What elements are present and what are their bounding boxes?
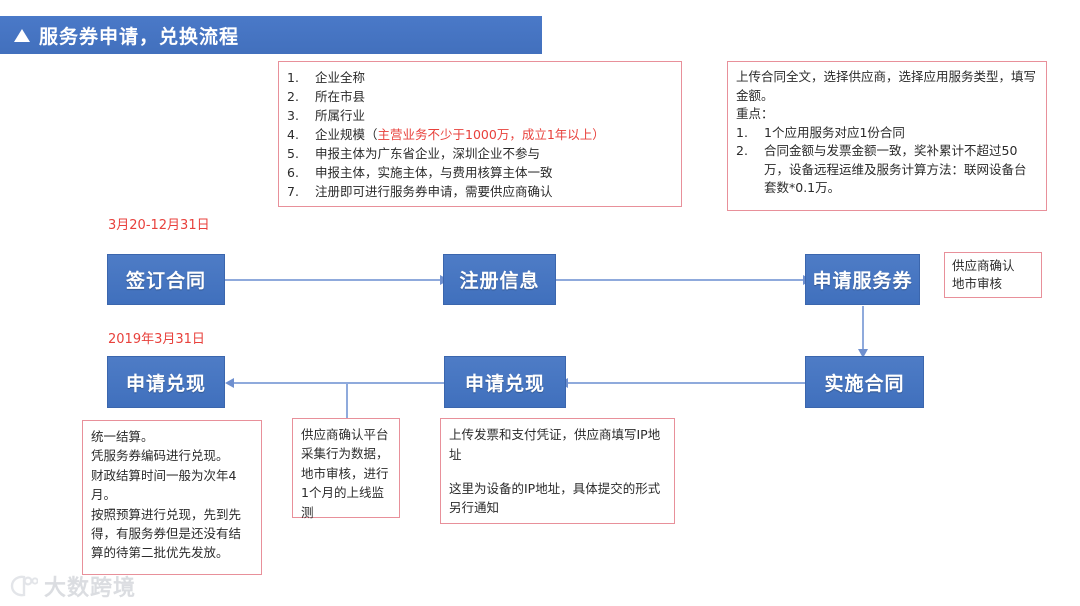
- list-item-number: 3.: [287, 108, 299, 123]
- list-item-number: 5.: [287, 146, 299, 161]
- note-line: 按照预算进行兑现，先到先得，有服务券但是还没有结算的待第二批优先发放。: [91, 506, 242, 561]
- note-line: 财政结算时间一般为次年4月。: [91, 467, 237, 503]
- panda-logo-icon: [8, 574, 39, 598]
- list-item: 3. 所属行业: [287, 106, 673, 125]
- note-invoice-ip: 上传发票和支付凭证，供应商填写IP地址 这里为设备的IP地址，具体提交的形式另行…: [440, 418, 675, 524]
- note-subtitle: 重点：: [736, 106, 774, 121]
- date-label-sign-contract: 3月20-12月31日: [108, 218, 210, 233]
- note-lead-text: 上传合同全文，选择供应商，选择应用服务类型，填写金额。: [736, 69, 1037, 103]
- list-item-text: 申报主体，实施主体，与费用核算主体一致: [315, 165, 553, 180]
- arrow-head-left: [225, 378, 234, 388]
- list-item-number: 2.: [736, 143, 748, 158]
- note-contract-upload: 上传合同全文，选择供应商，选择应用服务类型，填写金额。 重点： 1. 1个应用服…: [727, 61, 1047, 211]
- flow-node-register-info[interactable]: 注册信息: [443, 254, 556, 305]
- note-line: 供应商确认平台采集行为数据，地市审核，进行1个月的上线监测: [301, 427, 389, 520]
- list-item-text: 企业规模（主营业务不少于1000万，成立1年以上）: [315, 127, 605, 142]
- note-platform-monitor: 供应商确认平台采集行为数据，地市审核，进行1个月的上线监测: [292, 418, 400, 520]
- note-spacer: [449, 465, 666, 479]
- list-item-text: 企业全称: [315, 70, 366, 85]
- flow-node-sign-contract[interactable]: 签订合同: [107, 254, 225, 305]
- list-item-text: 合同金额与发票金额一致，奖补累计不超过50万，设备远程运维及服务计算方法：联网设…: [764, 143, 1027, 195]
- list-item-number: 1.: [736, 124, 748, 140]
- list-item-text: 所在市县: [315, 89, 366, 104]
- list-item-number: 1.: [287, 70, 299, 85]
- triangle-up-icon: [14, 28, 30, 42]
- list-item: 2. 合同金额与发票金额一致，奖补累计不超过50万，设备远程运维及服务计算方法：…: [736, 142, 1038, 198]
- list-item: 7. 注册即可进行服务券申请，需要供应商确认: [287, 182, 673, 201]
- connector-sign-to-register: [225, 279, 442, 281]
- connector-redeem-mid-to-redeem-left: [232, 382, 444, 384]
- connector-implement-to-redeem-mid: [566, 382, 805, 384]
- flow-node-apply-redeem-left[interactable]: 申请兑现: [107, 356, 225, 408]
- list-item-text: 注册即可进行服务券申请，需要供应商确认: [315, 184, 553, 199]
- connector-register-to-apply: [556, 279, 805, 281]
- list-item-number: 2.: [287, 89, 299, 104]
- list-item-text: 申报主体为广东省企业，深圳企业不参与: [315, 146, 541, 161]
- slide-title-bar: 服务券申请，兑换流程: [0, 16, 542, 54]
- list-item: 4. 企业规模（主营业务不少于1000万，成立1年以上）: [287, 125, 673, 144]
- connector-apply-to-implement: [862, 306, 864, 353]
- date-label-redeem: 2019年3月31日: [108, 332, 205, 347]
- page-title: 服务券申请，兑换流程: [39, 25, 240, 48]
- note-line: 统一结算。: [91, 429, 154, 444]
- note-paragraph: 这里为设备的IP地址，具体提交的形式另行通知: [449, 480, 661, 516]
- list-item: 1. 企业全称: [287, 68, 673, 87]
- list-item-text: 所属行业: [315, 108, 366, 123]
- list-item: 1. 1个应用服务对应1份合同: [736, 124, 1038, 143]
- flow-node-apply-redeem-mid[interactable]: 申请兑现: [444, 356, 566, 408]
- list-item: 5. 申报主体为广东省企业，深圳企业不参与: [287, 144, 673, 163]
- flow-node-apply-voucher[interactable]: 申请服务券: [805, 254, 920, 305]
- arrow-head-down: [858, 349, 868, 358]
- list-item-number: 6.: [287, 165, 299, 180]
- note-registration-requirements: 1. 企业全称 2. 所在市县 3. 所属行业 4. 企业规模（主营业务不少于1…: [278, 61, 682, 207]
- flow-node-implement-contract[interactable]: 实施合同: [805, 356, 924, 408]
- list-item: 6. 申报主体，实施主体，与费用核算主体一致: [287, 163, 673, 182]
- list-item-number: 7.: [287, 184, 299, 199]
- note-paragraph: 上传发票和支付凭证，供应商填写IP地址: [449, 427, 661, 462]
- note-settlement: 统一结算。 凭服务券编码进行兑现。 财政结算时间一般为次年4月。 按照预算进行兑…: [82, 420, 262, 575]
- list-item-text: 1个应用服务对应1份合同: [764, 124, 905, 140]
- note-line: 凭服务券编码进行兑现。: [91, 448, 229, 464]
- note-line: 供应商确认: [952, 258, 1015, 273]
- list-item: 2. 所在市县: [287, 87, 673, 106]
- connector-redeem-to-platform-note: [346, 382, 348, 418]
- list-item-number: 4.: [287, 127, 299, 142]
- note-supplier-confirm: 供应商确认 地市审核: [944, 252, 1042, 298]
- note-line: 地市审核: [952, 276, 1003, 292]
